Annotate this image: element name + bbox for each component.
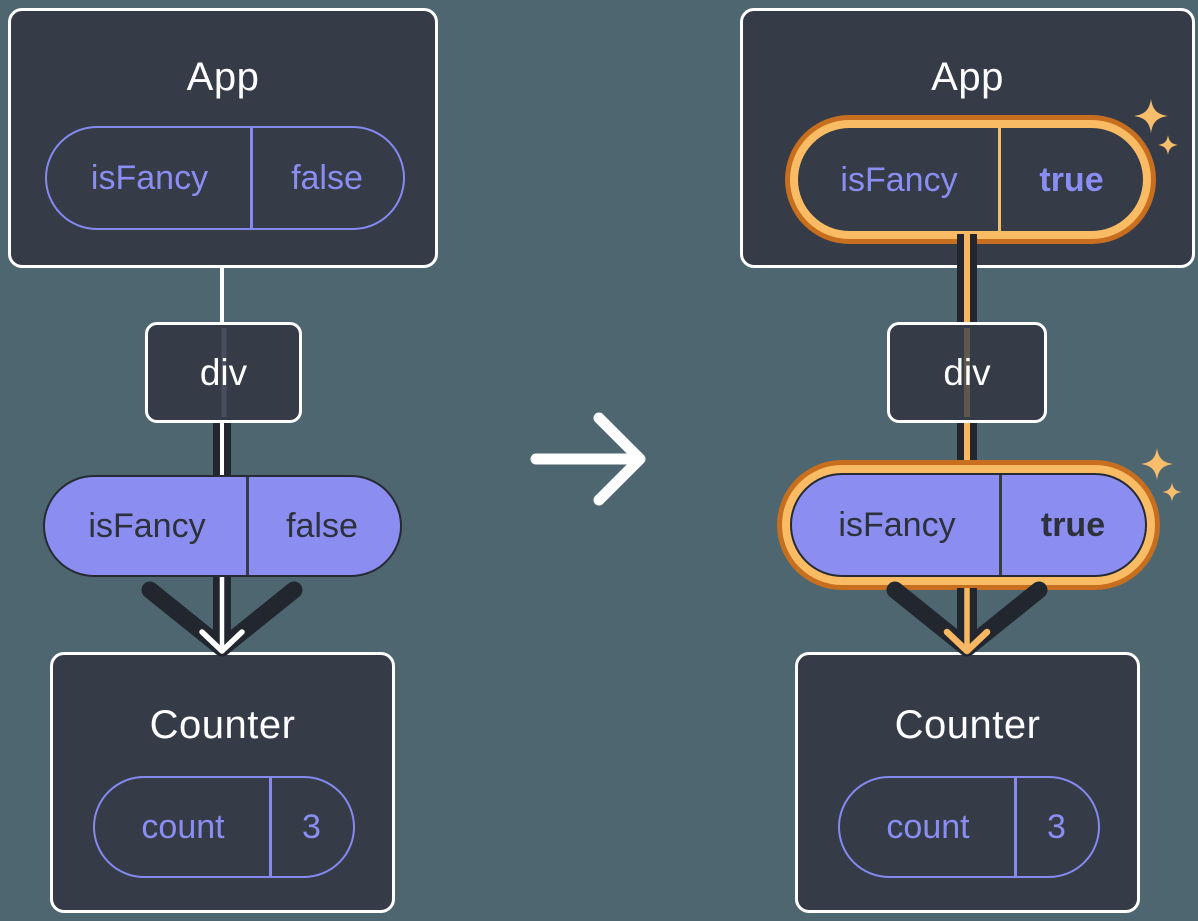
- div-node: div: [887, 322, 1047, 423]
- prop-arrow-icon: [886, 581, 1048, 657]
- count-pill: count 3: [838, 776, 1100, 878]
- state-value: false: [291, 159, 363, 197]
- div-node: div: [145, 322, 302, 423]
- state-value: 3: [302, 808, 321, 846]
- prop-name: isFancy: [838, 506, 956, 544]
- pill-divider: [246, 477, 249, 575]
- pill-divider: [269, 778, 272, 876]
- counter-card: Counter count 3: [795, 652, 1140, 913]
- prop-value: true: [1040, 506, 1106, 544]
- counter-card: Counter count 3: [50, 652, 395, 913]
- tree-edge-stripe: [220, 421, 224, 477]
- pill-divider: [999, 475, 1002, 575]
- div-label: div: [199, 351, 248, 393]
- pill-divider: [998, 128, 1001, 231]
- state-value: true: [1039, 160, 1104, 199]
- pill-divider: [250, 128, 253, 228]
- state-name: isFancy: [90, 159, 209, 197]
- pill-divider: [1014, 778, 1017, 876]
- sparkle-icon: [1141, 448, 1182, 502]
- state-pill: isFancy false: [45, 126, 405, 230]
- transition-arrow-icon: [530, 412, 646, 506]
- prop-pill-highlighted: isFancy true: [790, 473, 1147, 577]
- prop-flow-segment: [213, 421, 231, 477]
- counter-title: Counter: [894, 703, 1041, 747]
- edge-through-node: [964, 328, 970, 417]
- state-name: count: [141, 808, 225, 846]
- state-name: isFancy: [840, 160, 958, 199]
- app-title: App: [931, 55, 1004, 99]
- count-pill: count 3: [93, 776, 355, 878]
- tree-edge-app-div: [220, 264, 224, 326]
- app-card: App isFancy false: [8, 8, 438, 268]
- prop-name: isFancy: [88, 507, 206, 545]
- prop-value: false: [286, 507, 358, 545]
- edge-through-node: [221, 328, 226, 417]
- counter-title: Counter: [149, 703, 296, 747]
- prop-flow-segment: [957, 234, 977, 324]
- prop-pill: isFancy false: [43, 475, 402, 577]
- sparkle-icon: [1134, 99, 1178, 155]
- state-name: count: [886, 808, 970, 846]
- diagram-before: App isFancy false div isFancy false: [8, 8, 438, 913]
- prop-flow-stripe: [964, 421, 970, 466]
- prop-flow-segment: [957, 421, 977, 466]
- prop-flow-stripe: [964, 234, 970, 324]
- prop-arrow-icon: [141, 577, 303, 657]
- app-title: App: [186, 55, 260, 99]
- div-label: div: [943, 351, 991, 393]
- app-card: App isFancy true: [740, 8, 1195, 268]
- state-value: 3: [1047, 808, 1066, 846]
- state-pill-highlighted: isFancy true: [798, 128, 1143, 231]
